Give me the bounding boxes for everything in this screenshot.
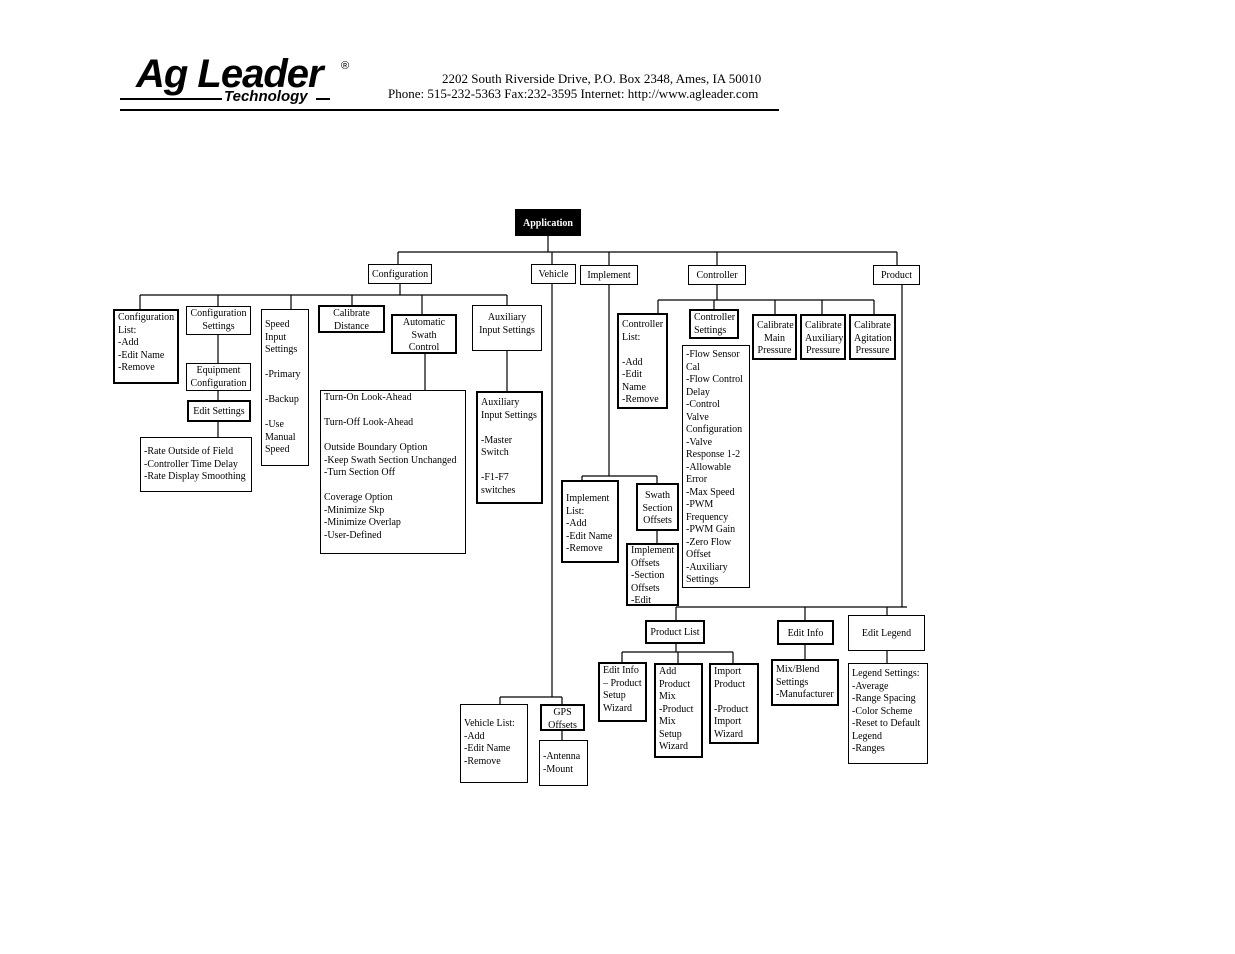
node-mix-blend-settings: Mix/Blend Settings -Manufacturer (771, 659, 839, 706)
node-swath-section-offsets: Swath Section Offsets (636, 483, 679, 531)
node-vehicle-list: Vehicle List: -Add -Edit Name -Remove (460, 704, 528, 783)
logo-registered-mark: ® (341, 60, 350, 72)
node-calibrate-distance: Calibrate Distance (318, 305, 385, 333)
node-calibrate-auxiliary-pressure: Calibrate Auxiliary Pressure (800, 314, 846, 360)
logo: Ag Leader (136, 52, 324, 96)
node-controller-settings-detail: -Flow Sensor Cal -Flow Control Delay -Co… (682, 345, 750, 588)
company-address: 2202 South Riverside Drive, P.O. Box 234… (442, 71, 762, 86)
logo-subtitle: Technology (224, 88, 308, 105)
node-gps-offsets-detail: -Antenna -Mount (539, 740, 588, 786)
node-automatic-swath-detail: Turn-On Look-Ahead Turn-Off Look-Ahead O… (320, 390, 466, 554)
node-implement-list: Implement List: -Add -Edit Name -Remove (561, 480, 619, 563)
node-edit-settings: Edit Settings (187, 400, 251, 422)
node-implement-offsets: Implement Offsets -Section Offsets -Edit (626, 543, 679, 606)
node-product: Product (873, 265, 920, 285)
node-configuration: Configuration (368, 264, 432, 284)
node-edit-legend: Edit Legend (848, 615, 925, 651)
node-configuration-list: Configuration List: -Add -Edit Name -Rem… (113, 309, 179, 384)
node-edit-settings-detail: -Rate Outside of Field -Controller Time … (140, 437, 252, 492)
node-speed-input-settings: Speed Input Settings -Primary -Backup -U… (261, 309, 309, 466)
node-controller-settings: Controller Settings (689, 309, 739, 339)
node-add-product-mix: Add Product Mix -Product Mix Setup Wizar… (654, 663, 703, 758)
node-import-product: Import Product -Product Import Wizard (709, 663, 759, 744)
node-controller-list: Controller List: -Add -Edit Name -Remove (617, 313, 668, 409)
company-contact: Phone: 515-232-5363 Fax:232-3595 Interne… (388, 86, 759, 101)
logo-underline-left (120, 98, 222, 100)
header-rule (120, 109, 779, 111)
node-calibrate-main-pressure: Calibrate Main Pressure (752, 314, 797, 360)
node-product-list: Product List (645, 620, 705, 644)
node-vehicle: Vehicle (531, 264, 576, 284)
node-controller: Controller (688, 265, 746, 285)
node-automatic-swath-control: Automatic Swath Control (391, 314, 457, 354)
node-configuration-settings: Configuration Settings (186, 306, 251, 335)
node-edit-info: Edit Info (777, 620, 834, 645)
node-auxiliary-input-detail: Auxiliary Input Settings -Master Switch … (476, 391, 543, 504)
logo-underline-right (316, 98, 330, 100)
node-gps-offsets: GPS Offsets (540, 704, 585, 731)
node-equipment-configuration: Equipment Configuration (186, 363, 251, 391)
node-implement: Implement (580, 265, 638, 285)
node-application: Application (515, 209, 581, 236)
node-edit-info-wizard: Edit Info – Product Setup Wizard (598, 662, 647, 722)
node-calibrate-agitation-pressure: Calibrate Agitation Pressure (849, 314, 896, 360)
node-legend-settings: Legend Settings: -Average -Range Spacing… (848, 663, 928, 764)
node-auxiliary-input-settings: Auxiliary Input Settings (472, 305, 542, 351)
